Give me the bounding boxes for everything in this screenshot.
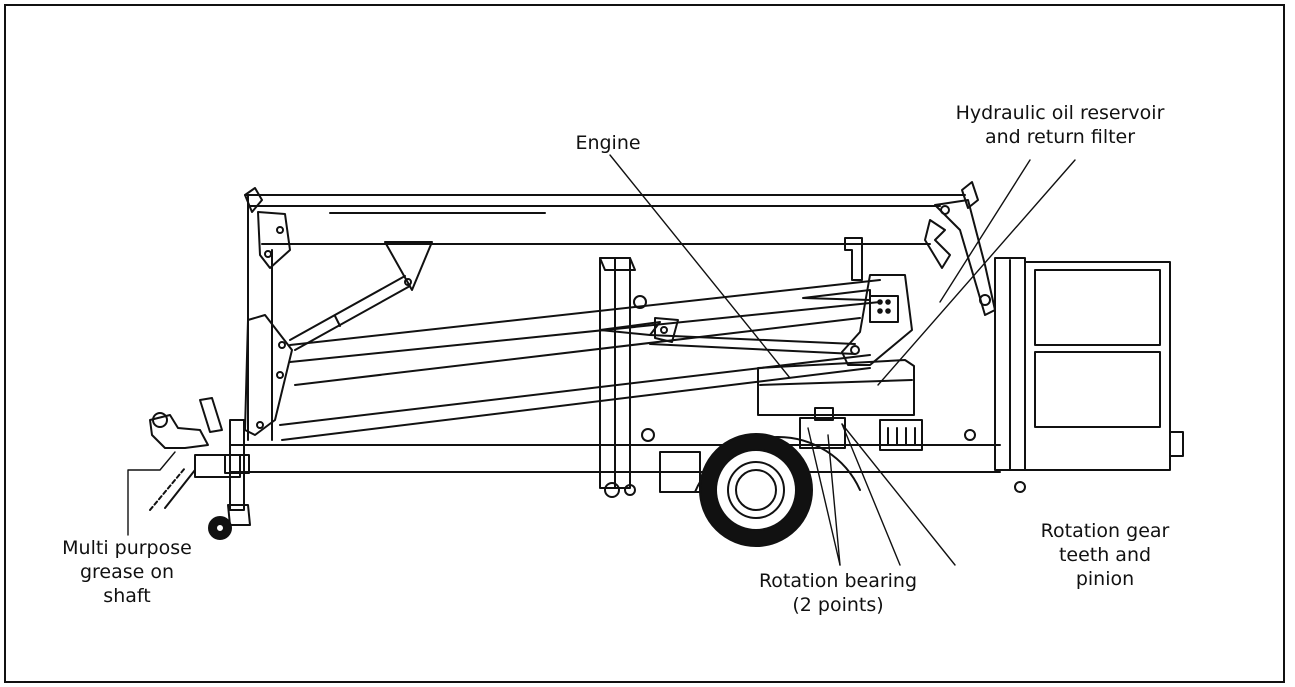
boom-cylinder — [649, 317, 856, 355]
jockey-wheel — [208, 419, 251, 540]
left-pivot-plate — [244, 211, 293, 436]
engine-label: Engine — [575, 132, 641, 154]
leader-lines — [127, 154, 1076, 566]
telescopic-boom — [279, 279, 881, 441]
hydraulic-reservoir-label: Hydraulic oil reservoir and return filte… — [955, 102, 1165, 148]
main-wheel — [694, 433, 861, 547]
upper-cylinder — [289, 241, 433, 351]
chassis — [229, 407, 1001, 493]
rotation-bearing-label: Rotation bearing (2 points) — [758, 570, 918, 616]
grease-shaft-label: Multi purpose grease on shaft — [62, 537, 192, 607]
basket-arm — [841, 237, 913, 366]
basket — [994, 257, 1184, 471]
drawbar-hitch — [149, 397, 241, 511]
upper-boom — [244, 181, 979, 441]
engine-housing — [757, 359, 915, 416]
mast-column — [599, 257, 655, 498]
rotation-gear-label: Rotation gear teeth and pinion — [1040, 520, 1170, 590]
